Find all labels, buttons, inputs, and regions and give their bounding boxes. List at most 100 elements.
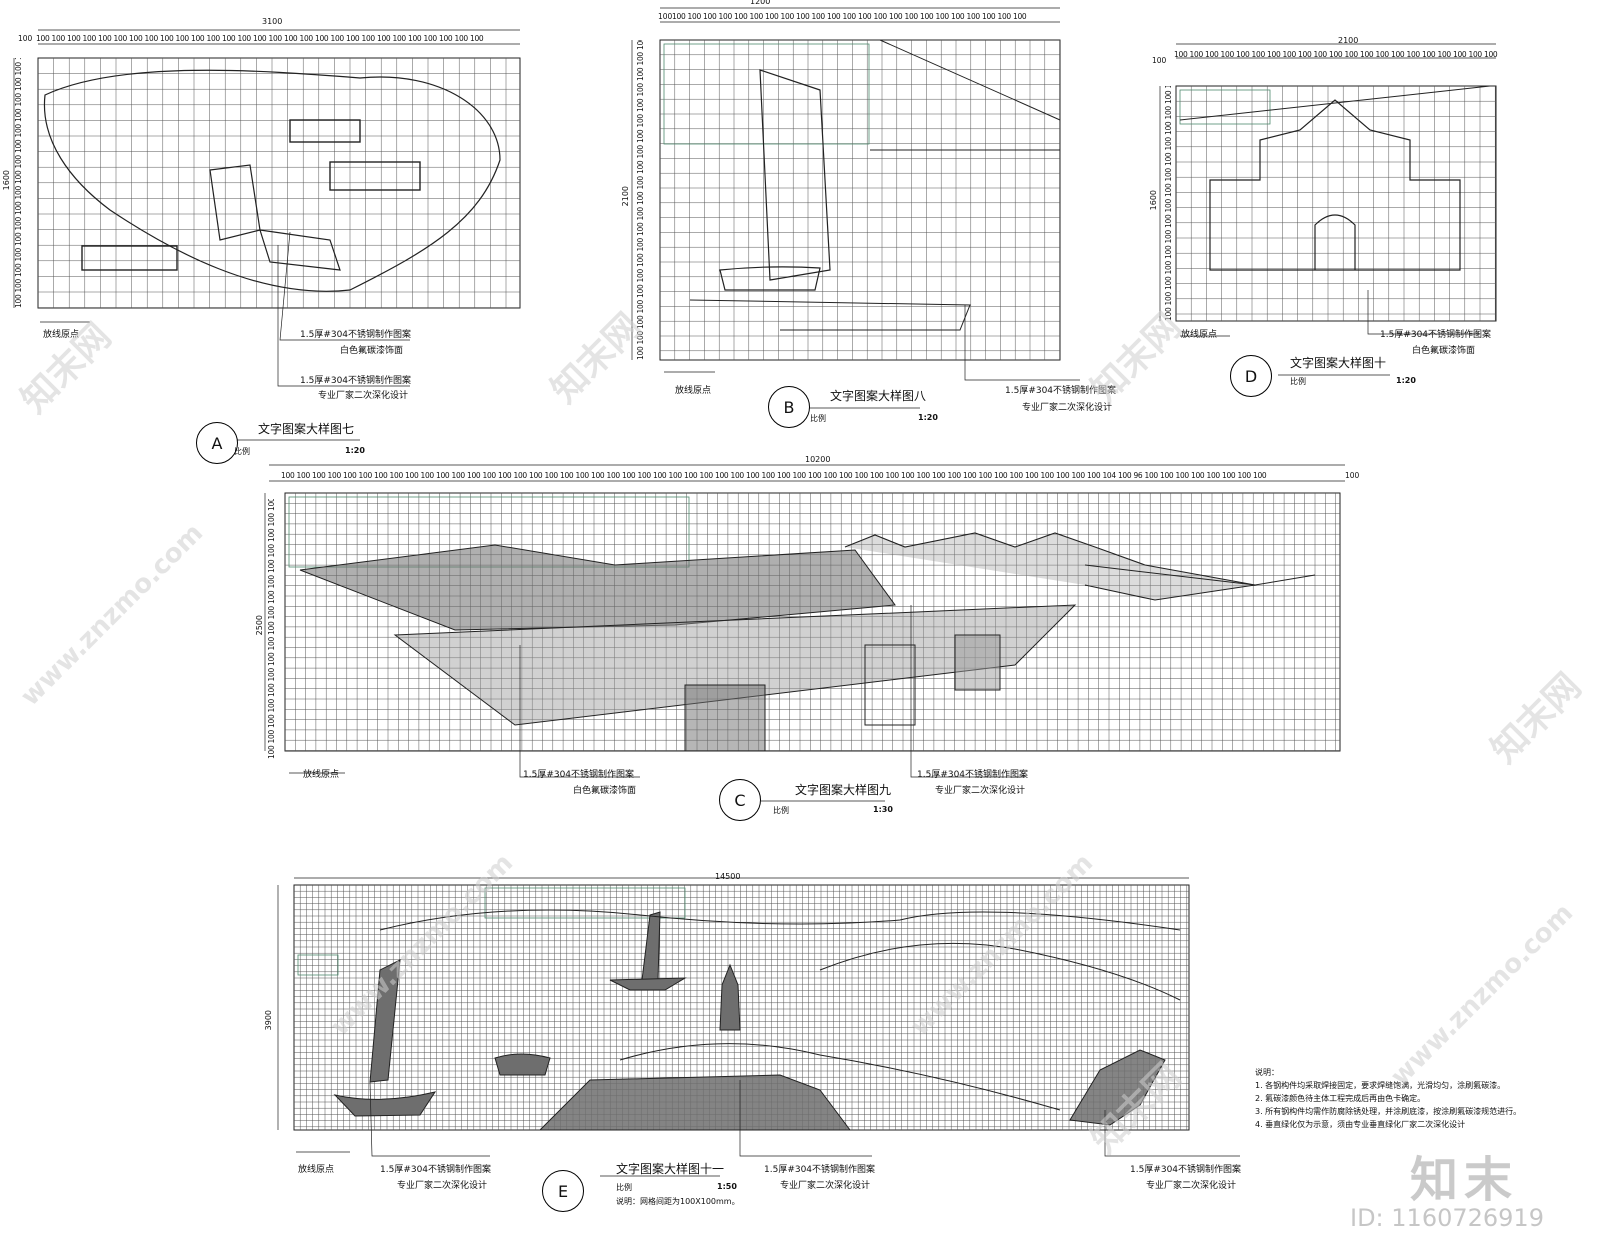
panel-b-grid-frame (659, 39, 1061, 361)
panel-d-title: 文字图案大样图十 (1290, 356, 1387, 370)
panel-d-gate-arch (1314, 214, 1356, 270)
panel-a-vticks: 100 100 100 100 100 100 100 100 100 100 … (14, 58, 23, 308)
panel-a-grid-lines (38, 58, 520, 308)
panel-c-title: 文字图案大样图九 (795, 783, 892, 797)
panel-e-callout1-line2: 专业厂家二次深化设计 (397, 1181, 488, 1191)
panel-b-grid-lines (660, 40, 1060, 360)
panel-e-callout3-line2: 专业厂家二次深化设计 (1146, 1181, 1237, 1191)
panel-a-scale-label: 比例 (234, 447, 250, 456)
panel-e-green-pattern-2 (297, 954, 339, 976)
panel-d-callout1-line2: 白色氟碳漆饰面 (1412, 346, 1476, 356)
panel-a-edge-dim: 100 (18, 34, 33, 43)
panel-a-pavilion-2 (81, 245, 178, 271)
panel-b-ticks: 100 100 100 100 100 100 100 100 100 100 … (672, 12, 1027, 21)
panel-a-callout2-line2: 专业厂家二次深化设计 (318, 391, 409, 401)
panel-e-grid-lines (294, 885, 1189, 1130)
panel-e-origin-label: 放线原点 (298, 1165, 335, 1175)
panel-e-title: 文字图案大样图十一 (616, 1162, 725, 1176)
panel-b-boat (719, 266, 821, 291)
panel-e-callout1-leader (369, 1081, 490, 1157)
panel-e-mountain-line-2 (819, 942, 1181, 1001)
watermark-brand-4: 知末网 (1483, 665, 1590, 772)
panel-d-grid-frame (1175, 85, 1497, 322)
panel-c-callout2-leader (910, 605, 1025, 778)
panel-c-width-dim: 10200 (805, 455, 831, 464)
panel-d-scale-label: 比例 (1290, 377, 1306, 386)
panel-e-hill-line (619, 1043, 1061, 1111)
panel-d-scale-value: 1:20 (1396, 376, 1416, 385)
panel-d-width-dim: 2100 (1338, 36, 1359, 45)
panel-c-origin-label: 放线原点 (303, 770, 340, 780)
panel-c-callout1-leader (519, 645, 640, 778)
panel-e-label-circle: E (542, 1170, 584, 1212)
panel-a-width-dim: 3100 (262, 17, 283, 26)
watermark-site-1: www.znzmo.com (15, 518, 210, 712)
note-item-4: 4. 垂直绿化仅为示意，须由专业垂直绿化厂家二次深化设计 (1255, 1120, 1466, 1129)
panel-a-callout1-line2: 白色氟碳漆饰面 (340, 346, 404, 356)
panel-d-green-pattern (1179, 89, 1271, 125)
panel-e-drawing (277, 877, 1240, 1177)
panel-d-origin-label: 放线原点 (1181, 330, 1218, 340)
panel-e-height-dim: 3900 (264, 1010, 273, 1031)
panel-d-edge-dim: 100 (1152, 56, 1167, 65)
panel-a-outline-shape (43, 69, 501, 292)
panel-a-ticks: 100 100 100 100 100 100 100 100 100 100 … (36, 34, 484, 43)
panel-d-height-dim: 1600 (1149, 190, 1158, 211)
panel-d-label-circle: D (1230, 355, 1272, 397)
watermark-site-4: www.znzmo.com (1385, 898, 1580, 1092)
panel-a-drawing (13, 29, 521, 441)
panel-b-drawing (631, 7, 1080, 409)
panel-b-callout1-line2: 专业厂家二次深化设计 (1022, 403, 1113, 413)
panel-c-base-mass (393, 604, 1077, 726)
panel-b-grid (659, 39, 1061, 361)
panel-c-bridge (1084, 564, 1316, 586)
panel-c-right-roofs (844, 532, 1256, 601)
panel-d-gate-outline (1209, 99, 1461, 271)
panel-c-label-circle: C (719, 779, 761, 821)
panel-c-ticks: 100 100 100 100 100 100 100 100 100 100 … (281, 471, 1267, 480)
panel-b-vticks: 100 100 100 100 100 100 100 100 100 100 … (636, 40, 645, 360)
panel-e-callout2-line1: 1.5厚#304不锈钢制作图案 (764, 1165, 876, 1175)
panel-e-note: 说明：网格间距为100X100mm。 (616, 1197, 740, 1206)
panel-c-scale-label: 比例 (773, 806, 789, 815)
panel-e-callout2-line2: 专业厂家二次深化设计 (780, 1181, 871, 1191)
panel-a-origin-label: 放线原点 (43, 330, 80, 340)
panel-b-scale-label: 比例 (810, 414, 826, 423)
panel-a-label-circle: A (196, 422, 238, 464)
note-item-1: 1. 各钢构件均采取焊接固定，要求焊缝饱满，光滑均匀，涂刷氟碳漆。 (1255, 1081, 1506, 1090)
panel-b-label-circle: B (768, 386, 810, 428)
panel-a-grid (37, 57, 521, 309)
panel-b-waterline (689, 299, 971, 331)
panel-c-pier-3 (954, 634, 1001, 691)
panel-c-pier-1 (684, 684, 766, 752)
panel-a-callout1-leader (279, 231, 410, 341)
panel-e-scale-value: 1:50 (717, 1182, 737, 1191)
panel-c-edge-dim: 100 (1345, 471, 1360, 480)
panel-c-callout1-line2: 白色氟碳漆饰面 (573, 786, 637, 796)
panel-d-diagonal (1179, 85, 1491, 121)
panel-b-width-dim: 1200 (750, 0, 771, 6)
panel-a-callout2-line1: 1.5厚#304不锈钢制作图案 (300, 376, 412, 386)
watermark-id: ID: 1160726919 (1350, 1204, 1544, 1232)
panel-a-scale-value: 1:20 (345, 446, 365, 455)
panel-d-callout1-leader (1367, 290, 1480, 335)
panel-a-height-dim: 1600 (2, 170, 11, 191)
panel-c-pier-2 (864, 644, 916, 726)
panel-c-scale-value: 1:30 (873, 805, 893, 814)
panel-c-vticks: 100 100 100 100 100 100 100 100 100 100 … (267, 499, 276, 759)
note-item-3: 3. 所有钢构件均需作防腐除锈处理，并涂刷底漆，按涂刷氟碳漆规范进行。 (1255, 1107, 1522, 1116)
panel-a-pavilion-1 (289, 119, 361, 143)
panel-a-callout1-line1: 1.5厚#304不锈钢制作图案 (300, 330, 412, 340)
panel-e-mountain-line-1 (379, 909, 1181, 931)
panel-c: 10200 100 100 100 100 100 100 100 100 10… (255, 455, 1385, 835)
panel-d-vticks: 100 100 100 100 100 100 100 100 100 100 … (1164, 86, 1173, 321)
panel-d: 2100 100 100 100 100 100 100 100 100 100… (1149, 30, 1540, 400)
panel-c-drawing (264, 464, 1345, 802)
panel-e-boat-middle (494, 1053, 551, 1076)
panel-e-callout1-line1: 1.5厚#304不锈钢制作图案 (380, 1165, 492, 1175)
general-notes: 说明： 1. 各钢构件均采取焊接固定，要求焊缝饱满，光滑均匀，涂刷氟碳漆。 2.… (1255, 1066, 1521, 1131)
panel-c-callout1-line1: 1.5厚#304不锈钢制作图案 (523, 770, 635, 780)
panel-a: 3100 100 100 100 100 100 100 100 100 100… (0, 0, 560, 464)
panel-b-height-dim: 2100 (621, 186, 630, 207)
watermark-logo: 知末 (1410, 1152, 1519, 1208)
